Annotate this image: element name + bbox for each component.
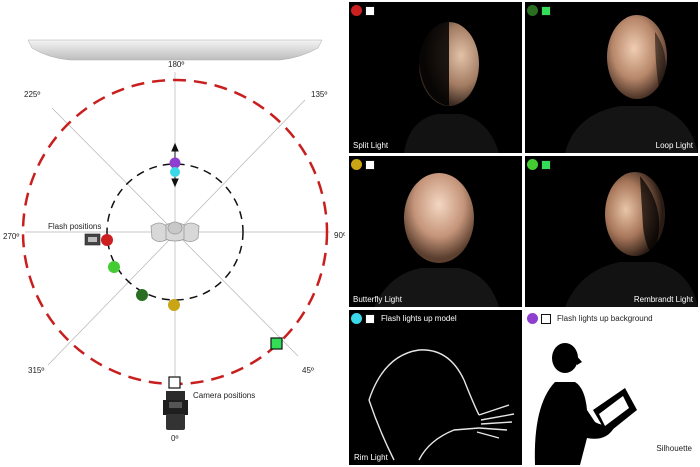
- angle-270-label: 270º: [3, 232, 19, 241]
- rim-light-badges: Flash lights up model: [351, 313, 457, 324]
- angle-135-label: 135º: [311, 90, 327, 99]
- panel-butterfly-light: Butterfly Light: [349, 156, 522, 307]
- loop-light-flash-dot: [527, 5, 538, 16]
- angle-315-label: 315º: [28, 366, 44, 375]
- flash-dot-cyan: [170, 167, 180, 177]
- panel-rembrandt-light: Rembrandt Light: [525, 156, 698, 307]
- flash-positions-circle: [106, 163, 244, 301]
- backdrop-shape: [27, 39, 323, 61]
- lighting-diagram: 180º 225º 135º 270º 90º 315º 45º 0º Flas…: [3, 39, 345, 443]
- split-light-label: Split Light: [353, 141, 389, 150]
- panel-split-light: Split Light: [349, 2, 522, 153]
- rim-light-portrait: [368, 349, 515, 461]
- butterfly-light-portrait: [374, 173, 499, 307]
- loop-light-badges: [527, 5, 551, 16]
- loop-light-label: Loop Light: [655, 141, 693, 150]
- flash-dot-red: [101, 234, 113, 246]
- butterfly-light-label: Butterfly Light: [353, 295, 402, 304]
- angle-90-label: 90º: [334, 231, 345, 240]
- flash-positions-label: Flash positions: [48, 222, 101, 231]
- panel-silhouette: Flash lights up background Silhouette: [525, 310, 698, 465]
- rim-light-camera-square: [365, 313, 375, 324]
- angle-0-label: 0º: [171, 434, 178, 443]
- rembrandt-light-badges: [527, 159, 551, 170]
- butterfly-light-badges: [351, 159, 375, 170]
- silhouette-portrait: [534, 343, 637, 465]
- panel-rim-light: Flash lights up model Rim Light: [349, 310, 522, 465]
- camera-square-green: [270, 337, 283, 350]
- butterfly-light-camera-square: [365, 159, 375, 170]
- split-light-flash-dot: [351, 5, 362, 16]
- rim-light-label: Rim Light: [354, 453, 388, 462]
- flash-unit-icon: [84, 233, 101, 246]
- rembrandt-light-portrait: [565, 172, 698, 307]
- split-light-camera-square: [365, 5, 375, 16]
- rembrandt-light-flash-dot: [527, 159, 538, 170]
- silhouette-badges: Flash lights up background: [527, 313, 653, 324]
- loop-light-camera-square: [541, 5, 551, 16]
- camera-positions-label: Camera positions: [193, 391, 255, 400]
- flash-dot-gold: [168, 299, 180, 311]
- camera-icon: [163, 391, 188, 430]
- flash-dot-purple: [169, 157, 181, 169]
- split-light-badges: [351, 5, 375, 16]
- silhouette-camera-square: [541, 313, 551, 324]
- angle-225-label: 225º: [24, 90, 40, 99]
- rim-light-flash-dot: [351, 313, 362, 324]
- angle-180-label: 180º: [168, 60, 184, 69]
- silhouette-legend: Flash lights up background: [557, 314, 653, 323]
- camera-square-white: [168, 376, 181, 389]
- rembrandt-light-label: Rembrandt Light: [633, 295, 693, 304]
- silhouette-label: Silhouette: [656, 444, 692, 453]
- flash-dot-light-green: [108, 261, 120, 273]
- panel-loop-light: Loop Light: [525, 2, 698, 153]
- split-light-portrait: [404, 22, 499, 153]
- silhouette-flash-dot: [527, 313, 538, 324]
- rim-light-legend: Flash lights up model: [381, 314, 457, 323]
- flash-dot-dark-green: [136, 289, 148, 301]
- butterfly-light-flash-dot: [351, 159, 362, 170]
- angle-45-label: 45º: [302, 366, 314, 375]
- loop-light-portrait: [565, 15, 698, 153]
- model-top-view: [150, 221, 200, 242]
- rembrandt-light-camera-square: [541, 159, 551, 170]
